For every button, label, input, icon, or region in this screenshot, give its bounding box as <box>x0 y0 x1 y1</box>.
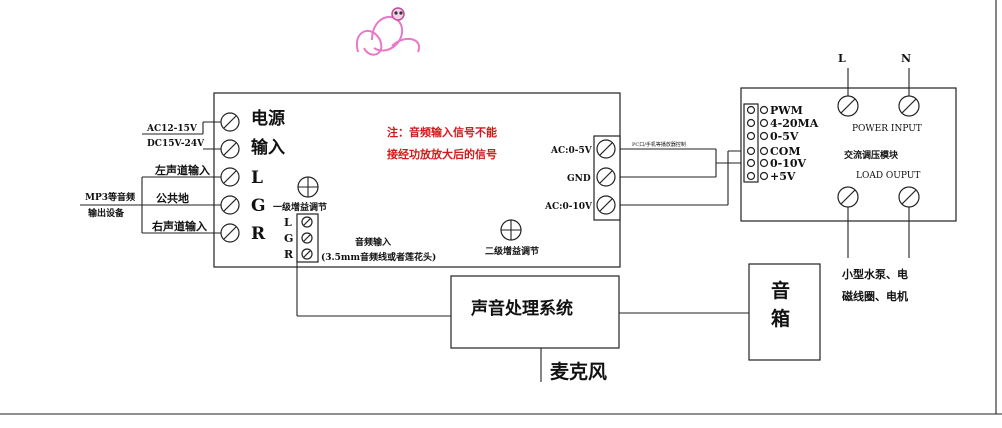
jack-pin-r: R <box>284 248 294 261</box>
ac-control-pins <box>746 105 769 181</box>
ac-module-title: 交流调压模块 <box>844 149 899 161</box>
pin-r-label: R <box>251 224 266 244</box>
supply-voltage-ac: AC12-15V <box>146 124 198 134</box>
output-ac-0-5v: AC:0-5V <box>550 146 593 156</box>
mp3-source-label-1: MP3等音频 <box>85 191 135 203</box>
audio-input-cable-label: (3.5mm音频线或者莲花头) <box>321 251 436 263</box>
sound-processing-box <box>450 275 620 349</box>
output-terminal-screws <box>596 139 616 215</box>
load-output-label: LOAD OUPUT <box>856 171 920 181</box>
controller-module-box <box>213 92 621 268</box>
ac-control-terminal-strip <box>743 103 759 183</box>
audio-input-label: 音频输入 <box>355 236 391 248</box>
speaker-label-1: 音 <box>771 279 790 302</box>
pin-l-label: L <box>251 168 263 188</box>
power-input-label: POWER INPUT <box>852 124 922 134</box>
gain-1-knob <box>297 176 319 198</box>
gain-2-knob <box>500 219 522 241</box>
gain-1-label: 一级增益调节 <box>273 201 327 213</box>
output-gnd: GND <box>567 174 591 184</box>
pin-com: COM <box>770 145 801 158</box>
power-input-label-1: 电源 <box>251 108 285 129</box>
right-channel-label: 右声道输入 <box>151 219 207 233</box>
audio-jack-screws <box>301 216 313 260</box>
speaker-box <box>748 263 821 361</box>
pin-g-label: G <box>251 196 266 216</box>
warning-note-line-2: 接经功放放大后的信号 <box>387 147 497 161</box>
pin-4-20ma: 4-20MA <box>770 117 819 130</box>
speaker-label-2: 箱 <box>771 307 790 330</box>
common-ground-label: 公共地 <box>156 191 189 205</box>
mains-l-label: L <box>838 52 846 65</box>
warning-note-line-1: 注：音频输入信号不能 <box>387 125 497 139</box>
left-channel-label: 左声道输入 <box>154 163 210 177</box>
mains-n-label: N <box>901 52 911 65</box>
load-note-line-1: 小型水泵、电 <box>841 267 908 281</box>
jack-pin-l: L <box>284 216 292 229</box>
pin-5v: +5V <box>770 170 796 183</box>
output-ac-0-10v: AC:0-10V <box>544 202 593 212</box>
output-note: PC口/手机等播放器控制 <box>632 141 686 148</box>
gain-2-label: 二级增益调节 <box>485 245 539 257</box>
pin-pwm: PWM <box>770 104 803 117</box>
pin-0-5v: 0-5V <box>770 130 799 143</box>
sound-processing-label: 声音处理系统 <box>470 298 573 319</box>
power-input-label-2: 输入 <box>251 137 285 158</box>
mp3-source-label-2: 输出设备 <box>88 207 125 219</box>
microphone-label: 麦克风 <box>550 360 607 383</box>
pin-0-10v: 0-10V <box>770 157 807 170</box>
jack-pin-g: G <box>284 232 293 245</box>
supply-voltage-dc: DC15V-24V <box>147 139 205 149</box>
load-output-terminals <box>837 186 920 208</box>
logo-mark <box>355 7 421 56</box>
load-note-line-2: 磁线圈、电机 <box>842 289 908 303</box>
